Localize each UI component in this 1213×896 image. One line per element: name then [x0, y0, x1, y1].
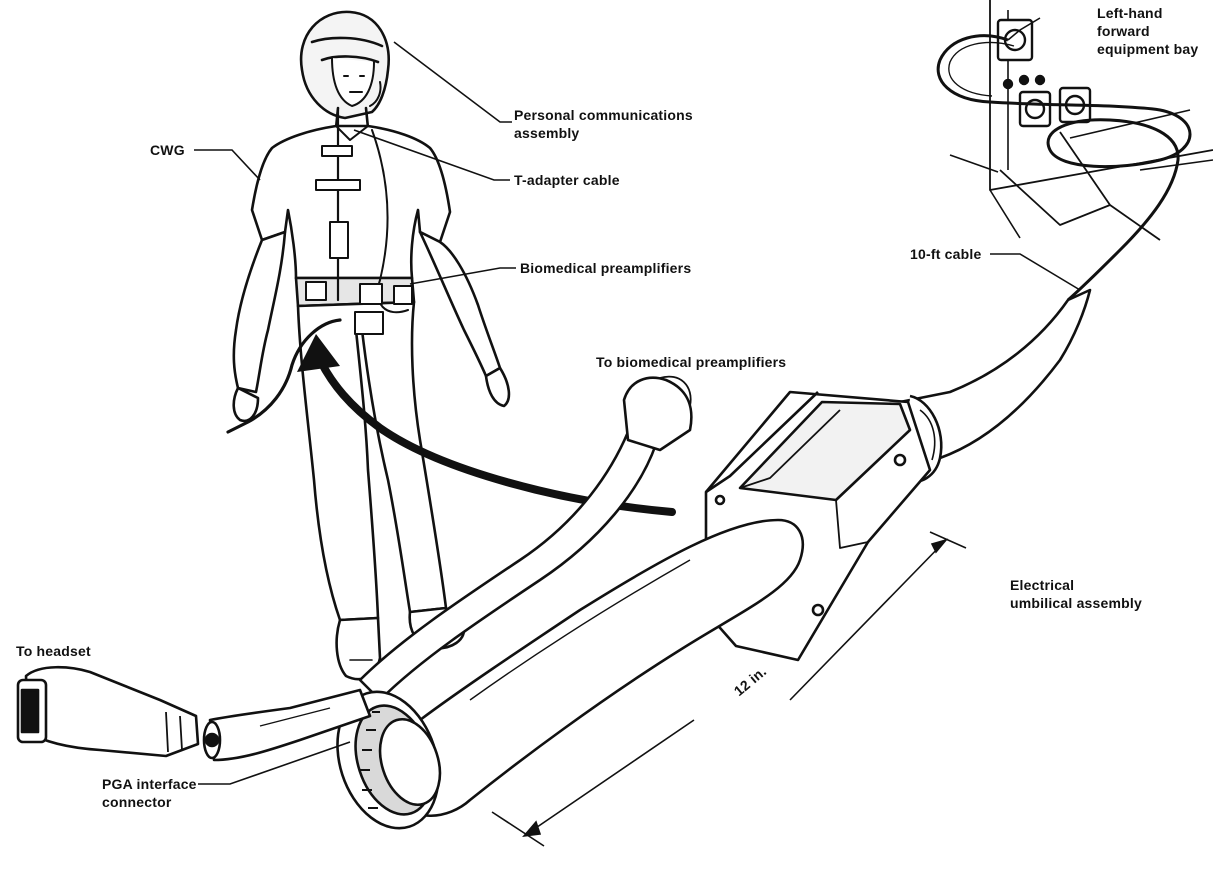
label-left-hand-equipment-bay: Left-hand forward equipment bay — [1097, 4, 1198, 58]
astronaut-figure — [228, 12, 509, 679]
label-personal-communications: Personal communications assembly — [514, 106, 693, 142]
label-10ft-cable: 10-ft cable — [910, 245, 981, 263]
label-biomedical-preamplifiers: Biomedical preamplifiers — [520, 259, 691, 277]
label-cwg: CWG — [150, 141, 185, 159]
label-to-biomedical-preamplifiers: To biomedical preamplifiers — [596, 353, 786, 371]
label-t-adapter-cable: T-adapter cable — [514, 171, 620, 189]
label-pga-interface-connector: PGA interface connector — [102, 775, 197, 811]
label-electrical-umbilical-assembly: Electrical umbilical assembly — [1010, 576, 1142, 612]
umbilical-assembly — [18, 290, 1090, 841]
label-to-headset: To headset — [16, 642, 91, 660]
